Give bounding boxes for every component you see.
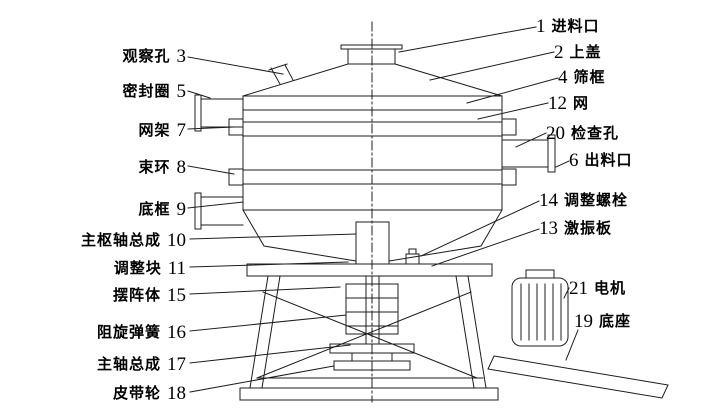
feed-inlet-drawing [340,44,403,65]
part-label-18: 皮带轮 18 [113,384,186,404]
spring-housing-drawing [345,283,399,335]
part-label-9: 底框 9 [138,200,186,220]
part-number: 17 [167,354,186,375]
leader-lines [187,26,579,393]
part-name: 观察孔 [122,48,171,65]
part-label-10: 主枢轴总成 10 [81,231,186,251]
observation-hole-drawing [268,63,294,85]
part-label-13: 13 激振板 [539,219,612,239]
part-number: 14 [539,190,558,211]
motor-drawing [511,269,569,347]
part-name: 主枢轴总成 [80,232,161,249]
pivot-assembly-drawing [355,221,390,265]
support-legs-drawing [249,275,487,389]
part-name: 网 [573,95,590,112]
part-label-2: 2 上盖 [554,43,602,63]
part-number: 19 [574,311,593,332]
part-label-17: 主轴总成 17 [97,355,186,375]
left-upper-spout-drawing [194,94,244,132]
part-number: 20 [546,123,565,144]
part-number: 15 [167,285,186,306]
part-label-8: 束环 8 [138,158,186,178]
part-name: 摆阵体 [112,287,161,304]
part-label-21: 21 电机 [569,279,626,299]
part-number: 1 [536,16,546,37]
part-name: 出料口 [584,152,633,169]
part-name: 皮带轮 [112,385,161,402]
sieve-body-drawing [242,95,503,211]
part-number: 9 [176,199,187,220]
part-number: 18 [167,383,186,404]
part-number: 11 [167,258,186,279]
part-name: 调整块 [113,260,162,277]
part-number: 16 [167,322,186,343]
part-name: 束环 [138,159,171,176]
part-number: 6 [569,150,579,171]
part-name: 上盖 [569,44,602,61]
part-name: 密封圈 [122,83,171,100]
part-number: 3 [176,46,187,67]
part-number: 21 [569,278,588,299]
part-name: 检查孔 [571,125,620,142]
part-name: 阻旋弹簧 [96,324,161,341]
part-label-15: 摆阵体 15 [113,286,186,306]
top-cover-drawing [242,63,503,97]
part-name: 主轴总成 [96,356,161,373]
platform-drawing [246,248,493,277]
part-name: 电机 [594,280,627,297]
part-number: 8 [176,157,187,178]
belt-pulley-drawing [329,343,415,371]
part-label-6: 6 出料口 [569,151,633,171]
part-label-14: 14 调整螺栓 [539,191,628,211]
part-label-5: 密封圈 5 [122,82,186,102]
part-label-20: 20 检查孔 [546,124,619,144]
outlet-spout-drawing [501,134,556,173]
base-drawing [239,355,669,401]
part-name: 进料口 [551,18,600,35]
part-name: 激振板 [564,220,613,237]
part-number: 7 [176,120,187,141]
part-name: 调整螺栓 [564,192,629,209]
part-label-1: 1 进料口 [536,17,600,37]
part-label-7: 网架 7 [138,121,186,141]
part-label-3: 观察孔 3 [122,47,186,67]
part-name: 底框 [138,201,171,218]
part-name: 底座 [599,313,632,330]
part-label-4: 4 筛框 [558,68,606,88]
part-number: 12 [548,93,567,114]
part-number: 2 [554,42,564,63]
part-number: 4 [558,67,568,88]
left-lower-spout-drawing [194,192,244,230]
part-label-16: 阻旋弹簧 16 [97,323,186,343]
part-name: 网架 [138,122,171,139]
part-label-19: 19 底座 [574,312,631,332]
part-number: 10 [167,230,186,251]
part-label-11: 调整块 11 [114,259,186,279]
part-name: 筛框 [573,69,606,86]
part-number: 5 [176,81,187,102]
main-shaft-drawing [365,275,380,345]
part-number: 13 [539,218,558,239]
part-label-12: 12 网 [548,94,589,114]
